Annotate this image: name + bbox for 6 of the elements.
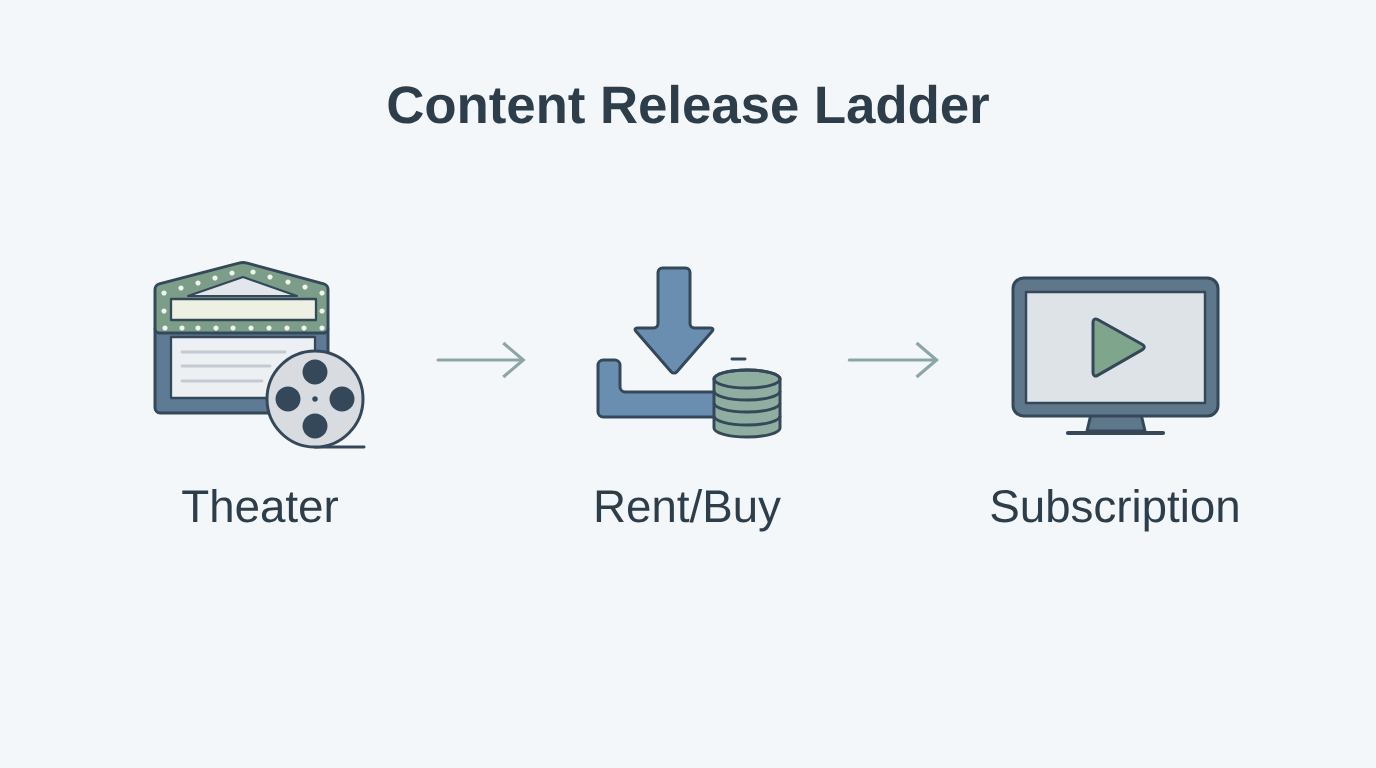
arrow <box>436 341 526 379</box>
title: Content Release Ladder <box>388 84 989 124</box>
stage-label: Theater <box>182 488 338 523</box>
stage-label: Subscription <box>991 488 1238 532</box>
arrow <box>847 341 939 379</box>
stage-label: Rent/Buy <box>596 488 781 532</box>
